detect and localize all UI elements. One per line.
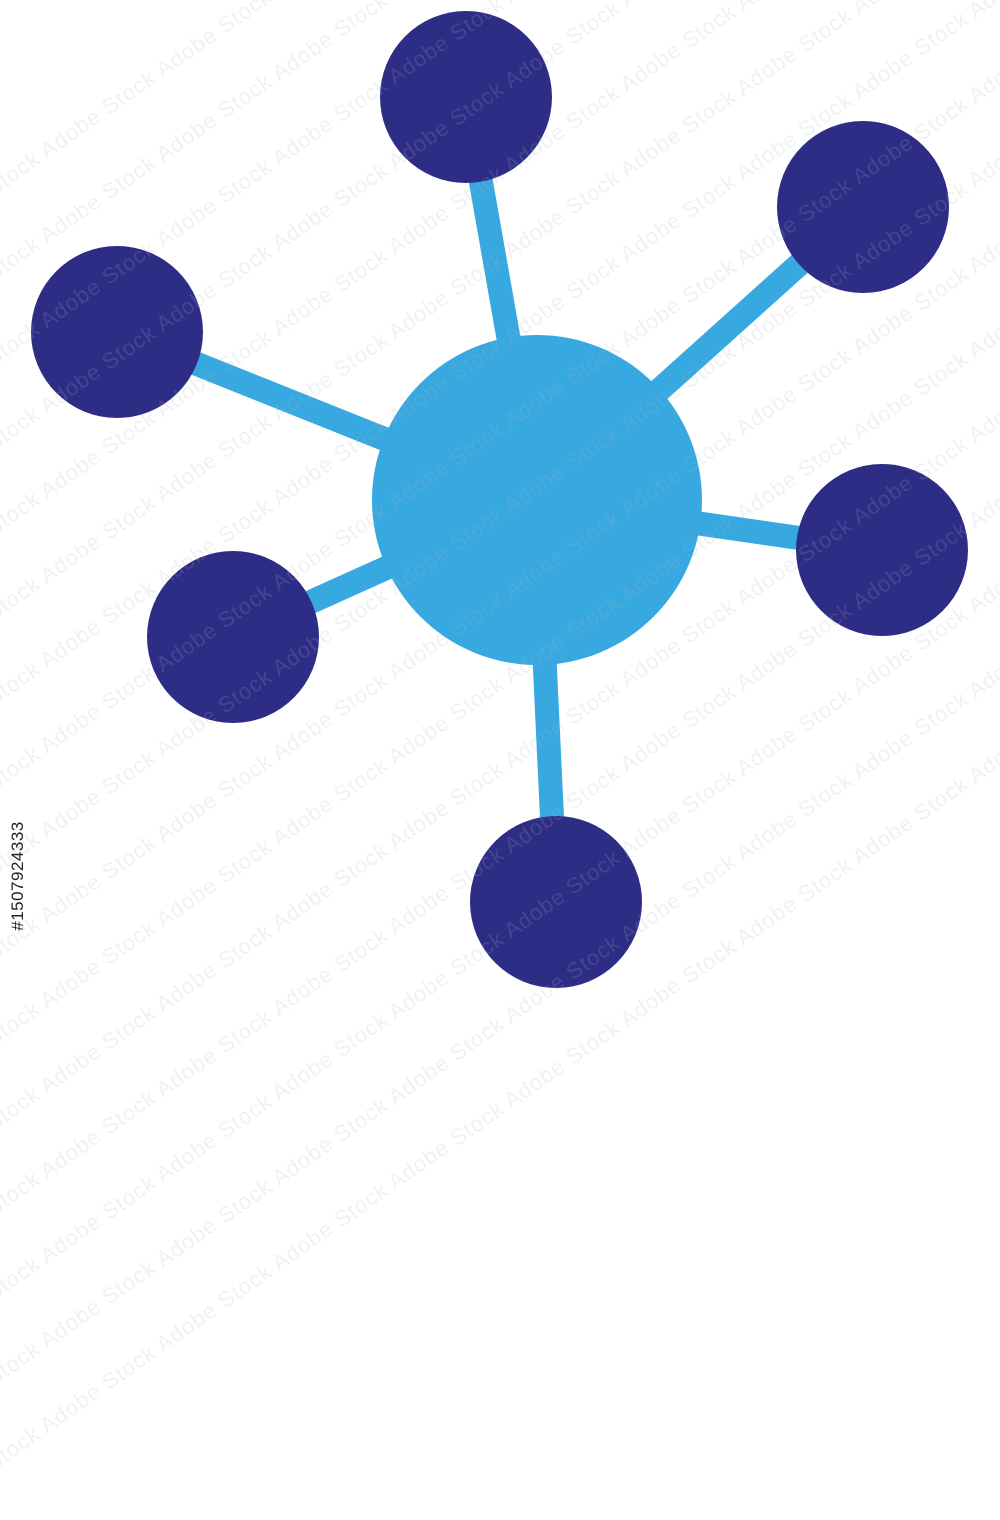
satellite-node-bottom	[470, 816, 642, 988]
network-hub-icon	[31, 11, 968, 988]
satellite-node-left	[31, 246, 203, 418]
satellite-node-bottom-left	[147, 551, 319, 723]
satellite-node-top	[380, 11, 552, 183]
hub-node	[372, 335, 702, 665]
satellite-node-right	[796, 464, 968, 636]
satellite-node-top-right	[777, 121, 949, 293]
